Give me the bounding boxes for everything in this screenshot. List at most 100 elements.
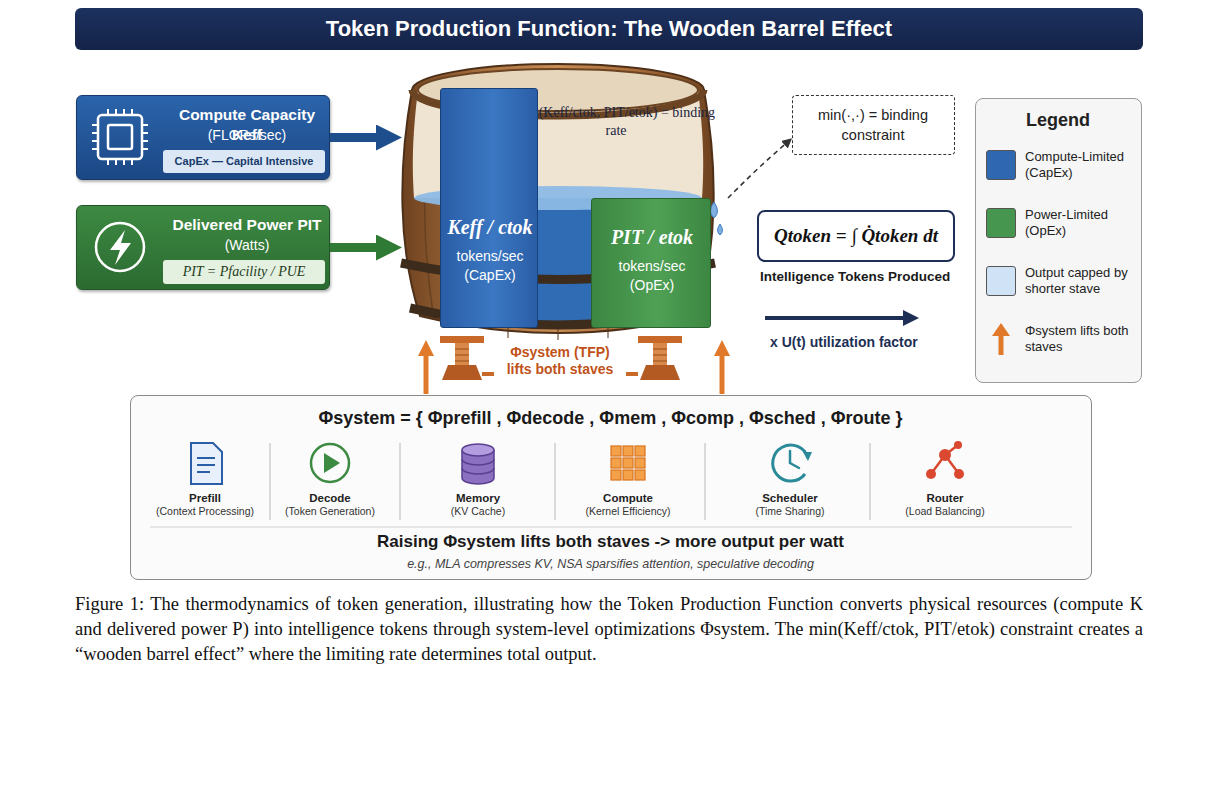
network-node	[954, 441, 962, 449]
stave-unit: tokens/sec (CapEx)	[445, 247, 535, 285]
legend-box: LegendCompute-Limited (CapEx)Power-Limit…	[975, 98, 1142, 383]
icon-name: Decode	[260, 491, 400, 505]
legend-text: Output capped by shorter stave	[1025, 265, 1133, 297]
jack-thread	[455, 349, 469, 361]
jack-plate	[638, 336, 682, 343]
jack-base	[640, 365, 680, 380]
jack-left	[440, 336, 494, 380]
stave-unit: tokens/sec (OpEx)	[602, 257, 702, 295]
barrel-interior	[413, 90, 703, 198]
icon-name: Prefill	[135, 491, 275, 505]
legend-swatch	[986, 150, 1016, 180]
panel-box: Φsystem = { Φprefill , Φdecode , Φmem , …	[130, 395, 1092, 580]
grid-cell	[623, 470, 633, 480]
power-icon	[96, 223, 144, 271]
grid-cell	[611, 446, 621, 456]
network-node	[926, 469, 936, 479]
compute-stave: Keff / ctoktokens/sec (CapEx)	[440, 88, 538, 328]
legend-row: Power-Limited (OpEx)	[986, 201, 1136, 245]
input-box: Delivered Power PIT(Watts)PIT = Pfacilit…	[76, 205, 330, 290]
title-banner: Token Production Function: The Wooden Ba…	[75, 8, 1143, 50]
unit-text: (Watts)	[163, 236, 331, 254]
lift-arrow	[424, 356, 429, 394]
lightning-bolt	[110, 230, 131, 265]
annotation-arrow	[728, 145, 784, 198]
icon-name: Compute	[558, 491, 698, 505]
jack-base	[442, 365, 482, 380]
legend-arrow	[986, 321, 1016, 357]
database-body	[462, 450, 494, 484]
legend-row: Output capped by shorter stave	[986, 259, 1136, 303]
stave-rate: PIT / etok	[592, 225, 712, 249]
row-separator	[150, 526, 1072, 527]
legend-text: Compute-Limited (CapEx)	[1025, 149, 1133, 181]
barrel-inner-rim	[418, 69, 698, 111]
water-surface	[414, 186, 702, 210]
stave-lines	[425, 118, 692, 340]
annotation-box: min(·,·) = binding constraint	[792, 95, 955, 155]
icon-caption: (Kernel Efficiency)	[558, 505, 698, 518]
memory-icon	[462, 444, 494, 484]
icon-caption: (KV Cache)	[408, 505, 548, 518]
water-drop	[711, 202, 718, 218]
compute-icon	[611, 446, 645, 480]
icon-caption: (Load Balancing)	[875, 505, 1015, 518]
jack-screw	[653, 343, 667, 365]
formula-text: Qtoken = ∫ Q̇token dt	[759, 223, 953, 249]
grid-cell	[635, 470, 645, 480]
arrow-shaft	[999, 335, 1004, 355]
icon-name: Router	[875, 491, 1015, 505]
formula-box: PIT = Pfacility / PUE	[163, 260, 325, 284]
water-body	[538, 198, 591, 326]
arrow-head	[992, 323, 1010, 336]
power-stave: PIT / etok tokens/sec (OpEx)	[591, 198, 711, 328]
barrel: min(Keff/ctok, PIT/etok) = binding rateK…	[398, 58, 718, 340]
binding-rate-text: min(Keff/ctok, PIT/etok) = binding rate	[516, 104, 716, 140]
document-lines	[197, 458, 215, 472]
play-ring	[311, 444, 349, 482]
utilization-label: x U(t) utilization factor	[770, 333, 960, 351]
output-arrow	[765, 316, 903, 320]
document-shape	[191, 443, 222, 484]
jack-plate	[440, 336, 484, 343]
note-box: CapEx — Capital Intensive	[163, 150, 325, 173]
barrel-body	[402, 64, 713, 333]
icon-caption: (Token Generation)	[260, 505, 400, 518]
barrel-hoop	[401, 263, 715, 280]
figure-caption: Figure 1: The thermodynamics of token ge…	[75, 592, 1143, 667]
database-bands	[462, 459, 494, 474]
icon-caption: (Context Processing)	[135, 505, 275, 518]
legend-swatch	[986, 208, 1016, 238]
power-ring	[96, 223, 144, 271]
water-drop	[718, 224, 723, 235]
chip-body	[98, 115, 142, 159]
router-icon	[926, 441, 964, 479]
database-top	[462, 444, 494, 456]
input-box: Compute Capacity Keff(FLOPs/sec) CapEx — …	[76, 95, 330, 180]
icon-caption: (Time Sharing)	[720, 505, 860, 518]
scheduler-icon	[773, 445, 812, 481]
legend-text: Φsystem lifts both staves	[1025, 323, 1133, 355]
grid-cell	[635, 446, 645, 456]
formula-text: PIT = Pfacility / PUE	[163, 260, 325, 284]
grid-cell	[623, 458, 633, 468]
legend-row: Φsystem lifts both staves	[986, 317, 1136, 361]
grid-cell	[611, 458, 621, 468]
input-heading: Compute Capacity Keff	[163, 105, 331, 145]
tfp-label: Φsystem (TFP) lifts both staves	[497, 344, 623, 378]
barrel-hoop	[410, 308, 706, 325]
unit-text: (FLOPs/sec)	[163, 126, 331, 144]
note-text: CapEx — Capital Intensive	[163, 150, 325, 173]
prefill-icon	[191, 443, 222, 484]
output-label: Intelligence Tokens Produced	[760, 268, 960, 286]
chip-pins	[92, 109, 148, 165]
network-node	[954, 469, 964, 479]
decode-icon	[311, 444, 349, 482]
chip-icon	[92, 109, 148, 165]
annotation-text: min(·,·) = binding constraint	[807, 105, 939, 145]
jack-pipe	[482, 372, 494, 376]
clock-arrow	[803, 452, 812, 461]
